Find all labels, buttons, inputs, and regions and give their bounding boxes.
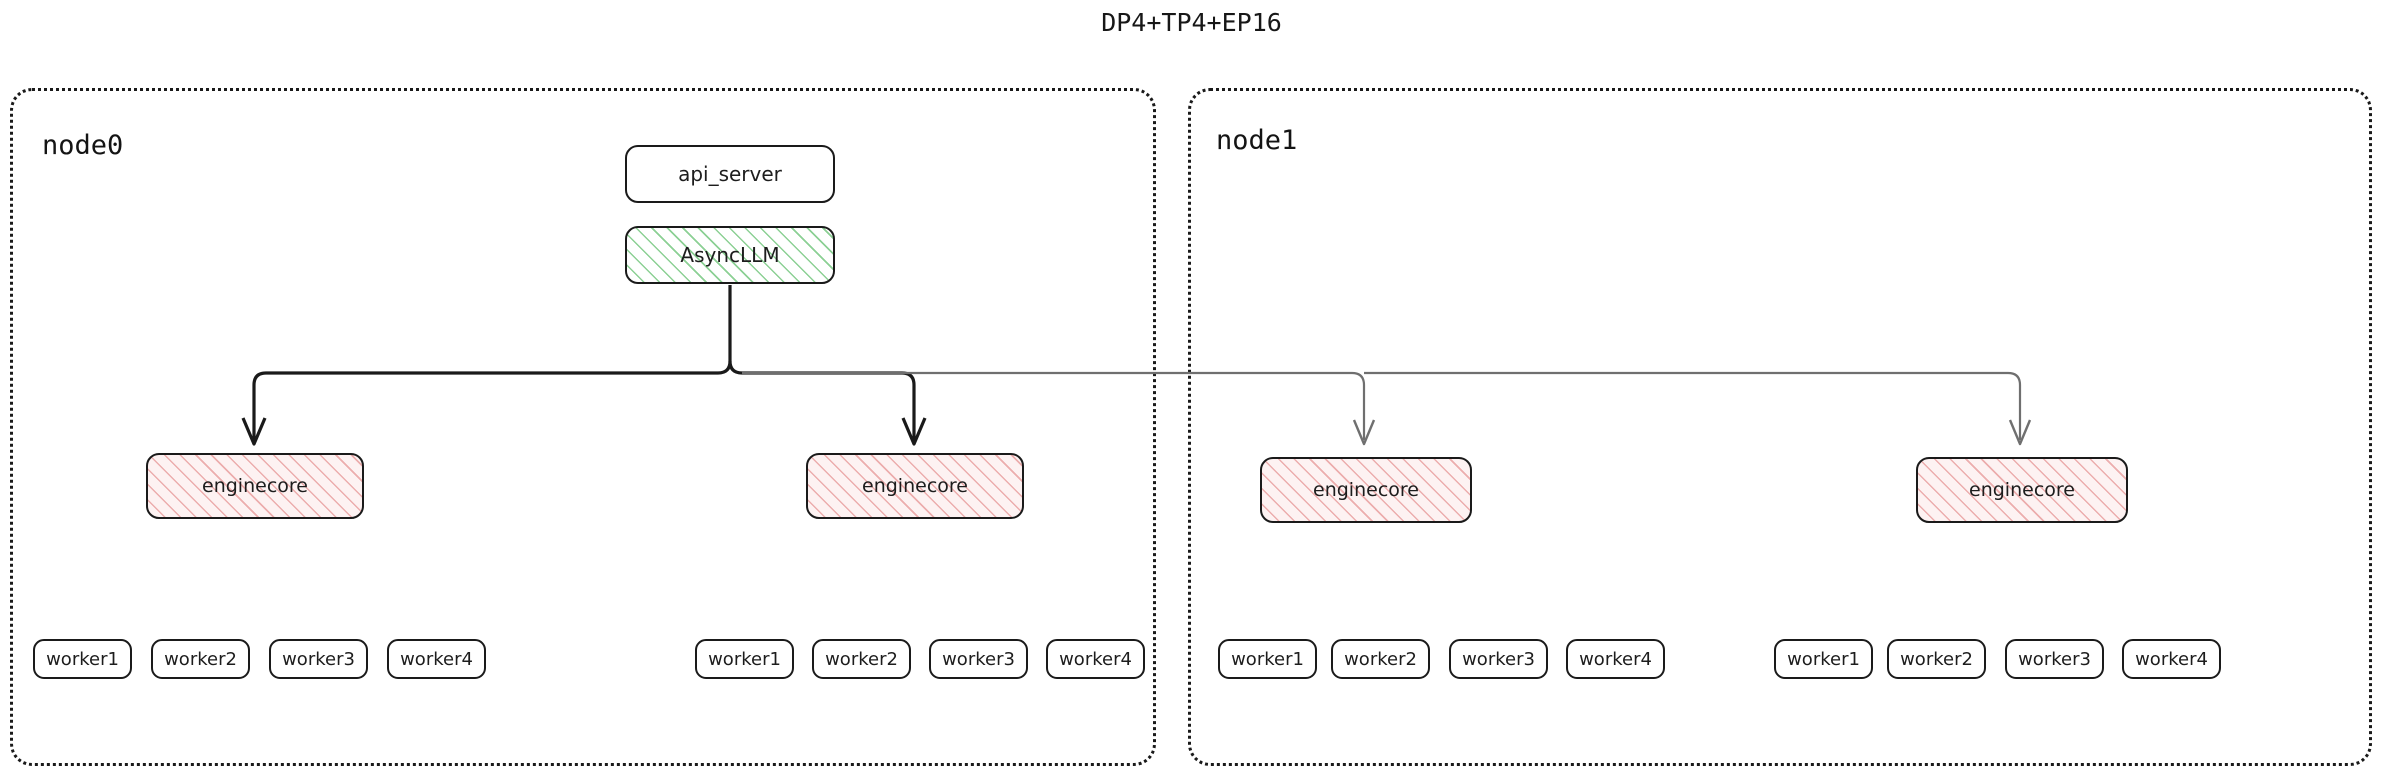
worker-box[interactable]: worker4	[2122, 639, 2221, 679]
api-server-box[interactable]: api_server	[625, 145, 835, 203]
worker-box[interactable]: worker3	[1449, 639, 1548, 679]
worker-box[interactable]: worker1	[1218, 639, 1317, 679]
worker-box[interactable]: worker4	[387, 639, 486, 679]
worker-box[interactable]: worker1	[33, 639, 132, 679]
worker-box[interactable]: worker4	[1566, 639, 1665, 679]
worker-box[interactable]: worker3	[929, 639, 1028, 679]
worker-box[interactable]: worker4	[1046, 639, 1145, 679]
worker-box[interactable]: worker1	[695, 639, 794, 679]
worker-box[interactable]: worker3	[269, 639, 368, 679]
node-label-node0: node0	[42, 130, 124, 161]
worker-box[interactable]: worker3	[2005, 639, 2104, 679]
worker-box[interactable]: worker2	[1331, 639, 1430, 679]
enginecore-box[interactable]: enginecore	[146, 453, 364, 519]
worker-box[interactable]: worker2	[1887, 639, 1986, 679]
worker-box[interactable]: worker2	[812, 639, 911, 679]
node-label-node1: node1	[1216, 125, 1298, 156]
worker-box[interactable]: worker2	[151, 639, 250, 679]
enginecore-box[interactable]: enginecore	[806, 453, 1024, 519]
worker-box[interactable]: worker1	[1774, 639, 1873, 679]
enginecore-box[interactable]: enginecore	[1916, 457, 2128, 523]
async-llm-box[interactable]: AsyncLLM	[625, 226, 835, 284]
diagram-title: DP4+TP4+EP16	[1101, 8, 1282, 37]
enginecore-box[interactable]: enginecore	[1260, 457, 1472, 523]
